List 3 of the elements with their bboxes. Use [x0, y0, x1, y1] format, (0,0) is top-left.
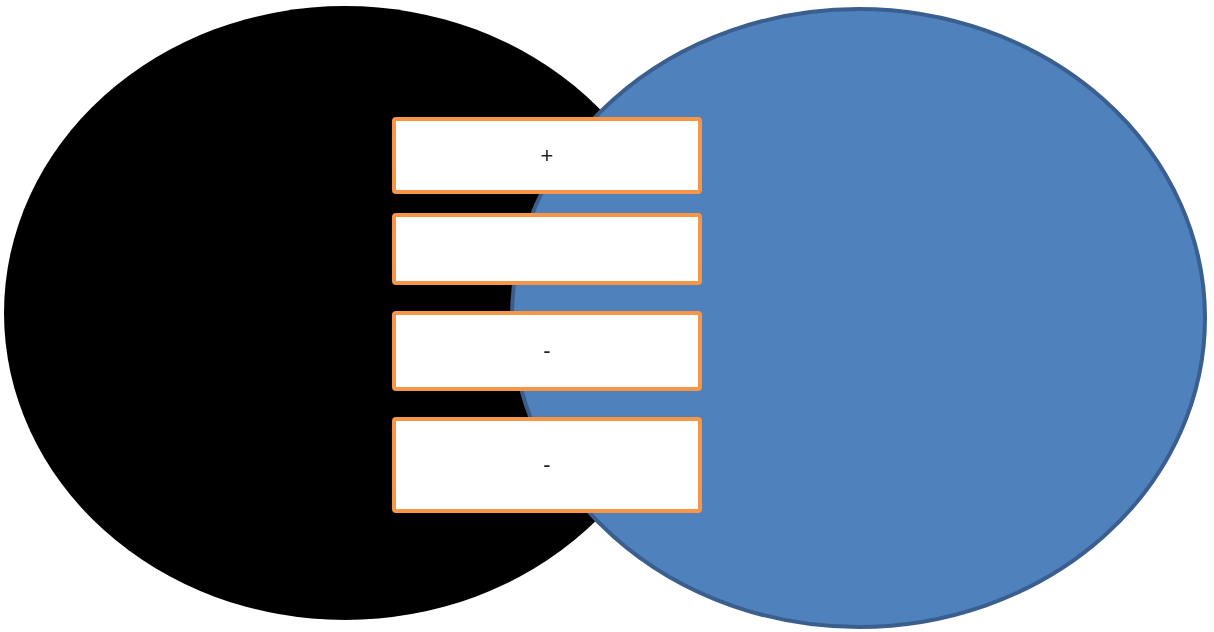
sign-text: + [540, 144, 554, 167]
sign-text: - [543, 340, 551, 362]
sign-text: - [543, 454, 551, 476]
